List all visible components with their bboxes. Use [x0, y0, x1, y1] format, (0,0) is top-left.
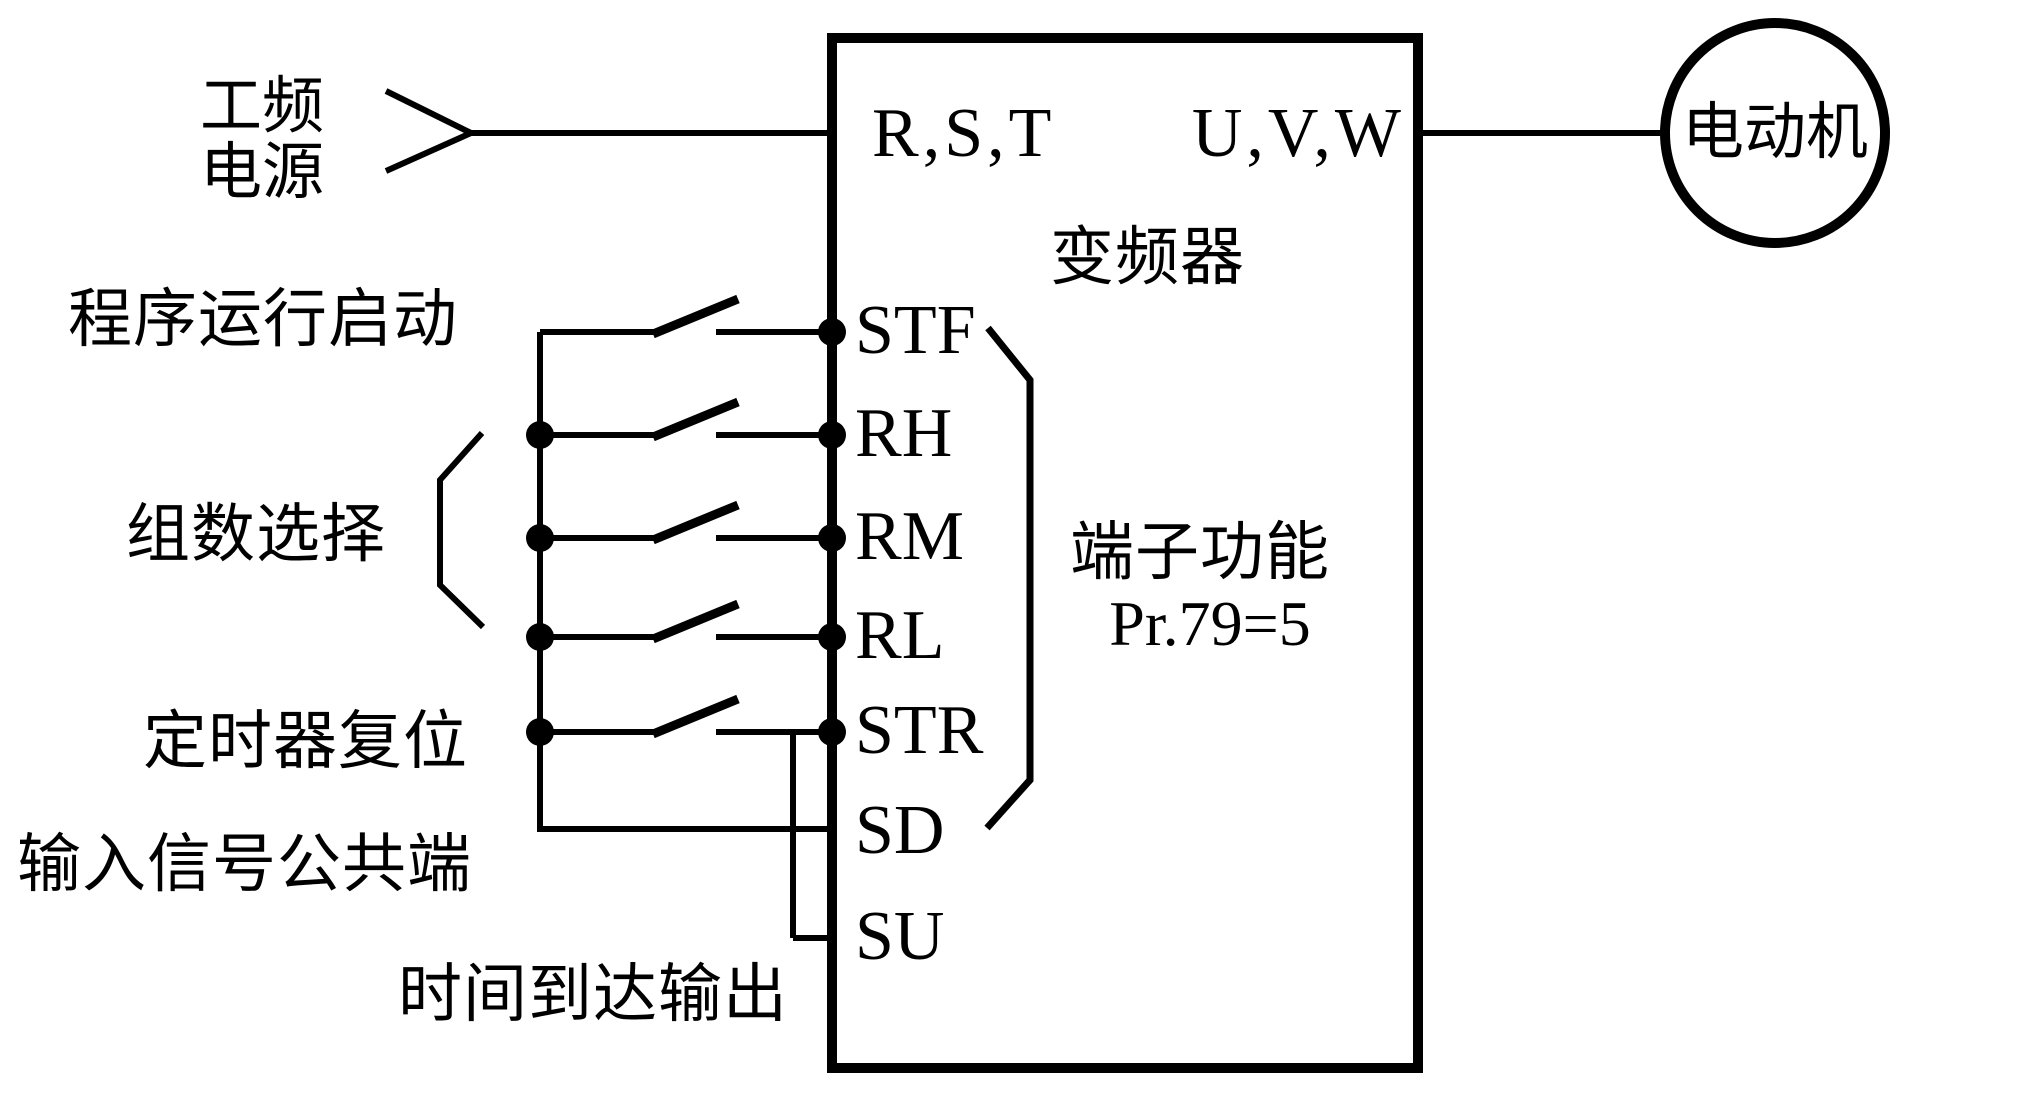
annotation-program-run-start: 程序运行启动	[68, 284, 458, 355]
terminal-dot-rh	[818, 421, 846, 449]
annotation-time-up-output: 时间到达输出	[398, 959, 788, 1030]
input-terminals-label: R,S,T	[872, 95, 1056, 172]
inverter-title: 变频器	[1050, 222, 1245, 293]
terminal-label-su: SU	[855, 898, 945, 975]
group-select-brace	[437, 431, 486, 630]
junction-dot-rl	[526, 623, 554, 651]
junction-dot-rh	[526, 421, 554, 449]
str-switch-blade	[651, 694, 740, 739]
terminal-function-title: 端子功能	[1070, 517, 1330, 588]
terminal-dots	[818, 318, 846, 746]
junction-dot-str	[526, 718, 554, 746]
terminal-dot-str	[818, 718, 846, 746]
annotation-input-signal-common: 输入信号公共端	[17, 829, 472, 900]
motor-circle	[1660, 18, 1890, 248]
terminal-function-param: Pr.79=5	[1109, 588, 1311, 659]
stf-switch-blade	[651, 294, 740, 339]
rl-switch-blade	[651, 599, 740, 644]
inverter-box	[827, 33, 1423, 1073]
annotation-group-select: 组数选择	[126, 499, 386, 570]
junction-dot-rm	[526, 524, 554, 552]
terminal-dot-rm	[818, 524, 846, 552]
annotation-timer-reset: 定时器复位	[143, 706, 468, 777]
rh-switch-blade	[651, 397, 740, 442]
rm-switch-blade	[651, 500, 740, 545]
terminal-label-stf: STF	[855, 292, 976, 369]
power-source-label-line2: 电源	[199, 139, 324, 207]
terminal-function-brace	[984, 325, 1034, 831]
power-source-label-line1: 工频	[199, 73, 324, 141]
terminal-dot-rl	[818, 623, 846, 651]
terminal-label-rm: RM	[855, 498, 964, 575]
terminal-label-rl: RL	[855, 597, 945, 674]
power-input-arrow-upper	[384, 88, 473, 136]
output-terminals-label: U,V,W	[1191, 95, 1405, 172]
bus-junction-dots	[526, 421, 554, 746]
power-input-arrow-lower	[384, 130, 473, 174]
power-source-label: 工频 电源	[172, 74, 352, 206]
terminal-label-str: STR	[855, 692, 984, 769]
motor-label: 电动机	[1681, 99, 1868, 167]
terminal-dot-stf	[818, 318, 846, 346]
terminal-label-sd: SD	[855, 792, 945, 869]
terminal-label-rh: RH	[855, 395, 953, 472]
